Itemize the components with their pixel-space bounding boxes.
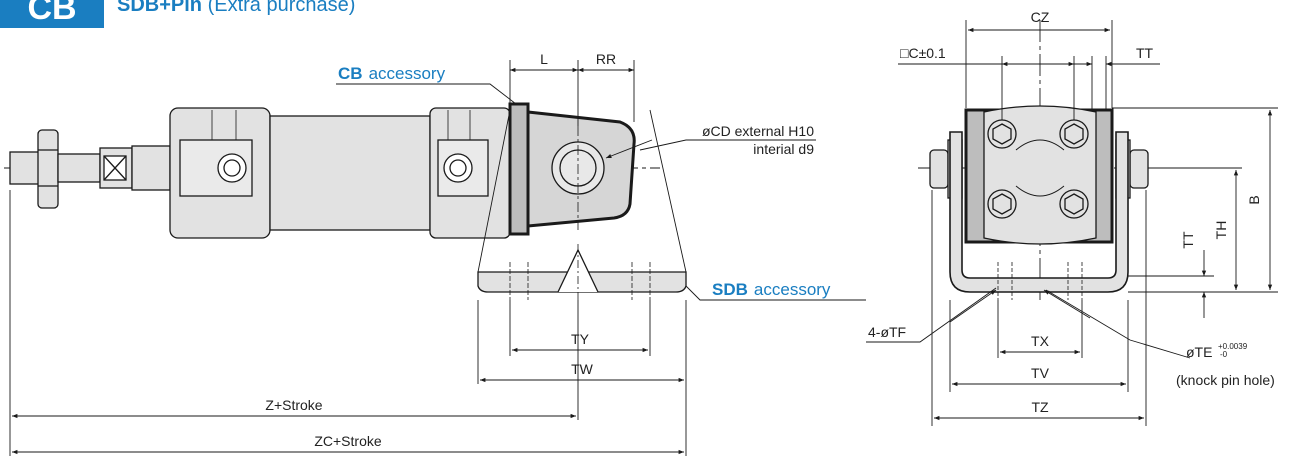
cd-label-line1: øCD external H10	[702, 123, 814, 139]
cb-accessory-plate	[508, 102, 530, 236]
dim-TE-tol-lower: -0	[1220, 350, 1228, 359]
dim-TT-side: TT	[1180, 231, 1196, 249]
dim-TX: TX	[1031, 333, 1050, 349]
page-title: SDB+Pin (Extra purchase)	[117, 0, 356, 16]
dim-TH: TH	[1213, 221, 1229, 240]
cylinder-tube	[269, 115, 431, 231]
dim-TF: 4-øTF	[868, 324, 906, 340]
dim-B: B	[1246, 195, 1262, 204]
side-view	[4, 102, 687, 300]
dim-zc-stroke: ZC+Stroke	[314, 433, 382, 449]
dim-RR: RR	[596, 51, 616, 67]
dim-TY: TY	[571, 331, 590, 347]
dim-TE: øTE	[1186, 344, 1212, 360]
pin-end-right	[1129, 149, 1149, 189]
front-dimensions	[866, 20, 1278, 426]
dim-TV: TV	[1031, 365, 1050, 381]
dim-TW: TW	[571, 361, 594, 377]
dim-TE-tol-upper: +0.0039	[1218, 342, 1248, 351]
knock-pin-label: (knock pin hole)	[1176, 372, 1275, 388]
bolt-bottom-right	[1059, 189, 1089, 219]
dim-C: □C±0.1	[900, 45, 946, 61]
section-badge: CB	[0, 0, 104, 28]
dim-TZ: TZ	[1031, 399, 1049, 415]
front-view	[918, 20, 1162, 300]
dim-L: L	[540, 51, 548, 67]
wrench-flat-icon	[103, 155, 127, 181]
side-dimensions	[9, 60, 866, 456]
sdb-triangle-left	[477, 109, 687, 273]
sdb-u-bracket	[949, 131, 1129, 293]
dim-z-stroke: Z+Stroke	[265, 397, 322, 413]
dim-CZ: CZ	[1031, 9, 1050, 25]
bolt-bottom-left	[987, 189, 1017, 219]
cd-label-line2: interial d9	[753, 141, 814, 157]
rod-nut	[9, 129, 59, 209]
piston-rod	[57, 153, 101, 183]
pin-end-left	[929, 149, 949, 189]
dim-TT-top: TT	[1136, 45, 1154, 61]
bolt-top-right	[1059, 119, 1089, 149]
bolt-top-left	[987, 119, 1017, 149]
